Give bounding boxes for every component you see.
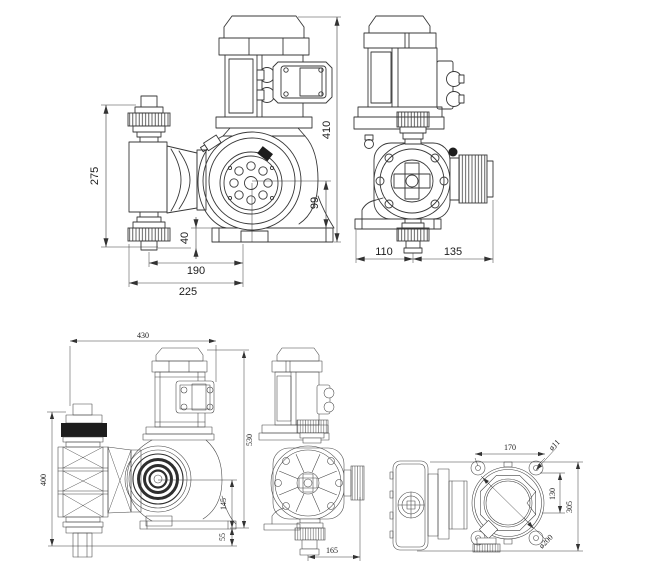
- dim-hole-pitch: 130: [548, 488, 557, 500]
- clamp-nut-dark: [61, 423, 107, 437]
- side-view-lower: 165: [258, 347, 365, 561]
- motor-side: [353, 15, 465, 130]
- dim-width-center: 190: [187, 265, 205, 277]
- junction-box-front: [256, 61, 333, 104]
- dim-liquid-end-height: 275: [89, 167, 101, 185]
- dim-liquid-end-height-lower: 400: [39, 474, 48, 486]
- dim-overall-length: 305: [565, 501, 574, 513]
- motor-side-lower: [258, 347, 335, 441]
- dimensions-front-lower: 430 400 530 145 55: [39, 331, 254, 547]
- dim-overall-height: 410: [321, 121, 333, 139]
- dim-overall-width-lower: 430: [137, 331, 149, 340]
- dim-valve-height: 40: [179, 232, 191, 244]
- front-view-upper: 410 275 99 40 190 225: [89, 15, 341, 298]
- dim-flange-width: 170: [504, 443, 516, 452]
- valve-fitting-top: [472, 520, 501, 553]
- valves-side: [396, 111, 430, 254]
- liquid-end-front: [127, 95, 207, 251]
- dim-hole-diameter: ø11: [547, 438, 562, 453]
- oil-plug: [257, 146, 273, 162]
- pump-head-lower: [124, 439, 237, 530]
- dim-rear-of-center: 135: [444, 246, 462, 258]
- top-view: 170 ø11 130 305 ø200: [389, 438, 583, 553]
- pump-flange-side: [364, 134, 451, 220]
- dim-depth: 165: [326, 546, 338, 555]
- dim-width-overall: 225: [179, 286, 197, 298]
- side-view-upper: 110 135: [353, 15, 494, 263]
- base-side: [354, 197, 442, 230]
- dimensions-front-upper: 410 275 99 40 190 225: [89, 16, 341, 298]
- motor-front-lower: [142, 347, 215, 441]
- motor-front: [215, 15, 313, 137]
- pump-flange-side-lower: [270, 445, 346, 521]
- motor-top: [389, 460, 429, 551]
- liquid-end-lower: [57, 403, 142, 558]
- front-view-lower: 430 400 530 145 55: [39, 331, 254, 558]
- dimensions-side-lower: 165: [307, 497, 361, 561]
- dim-overall-height-lower: 530: [245, 434, 254, 446]
- drive-body-top: [427, 468, 468, 540]
- dim-center-height: 99: [309, 197, 321, 209]
- dim-center-height-lower: 145: [219, 498, 228, 510]
- dimensions-side-upper: 110 135: [355, 200, 494, 263]
- head-connector-side: [448, 147, 494, 204]
- dim-base-offset-lower: 55: [218, 533, 227, 541]
- pump-head-front: [197, 131, 335, 243]
- mounting-hole: [533, 535, 539, 541]
- dim-front-of-center: 110: [375, 246, 393, 258]
- base-side-lower: [263, 507, 301, 531]
